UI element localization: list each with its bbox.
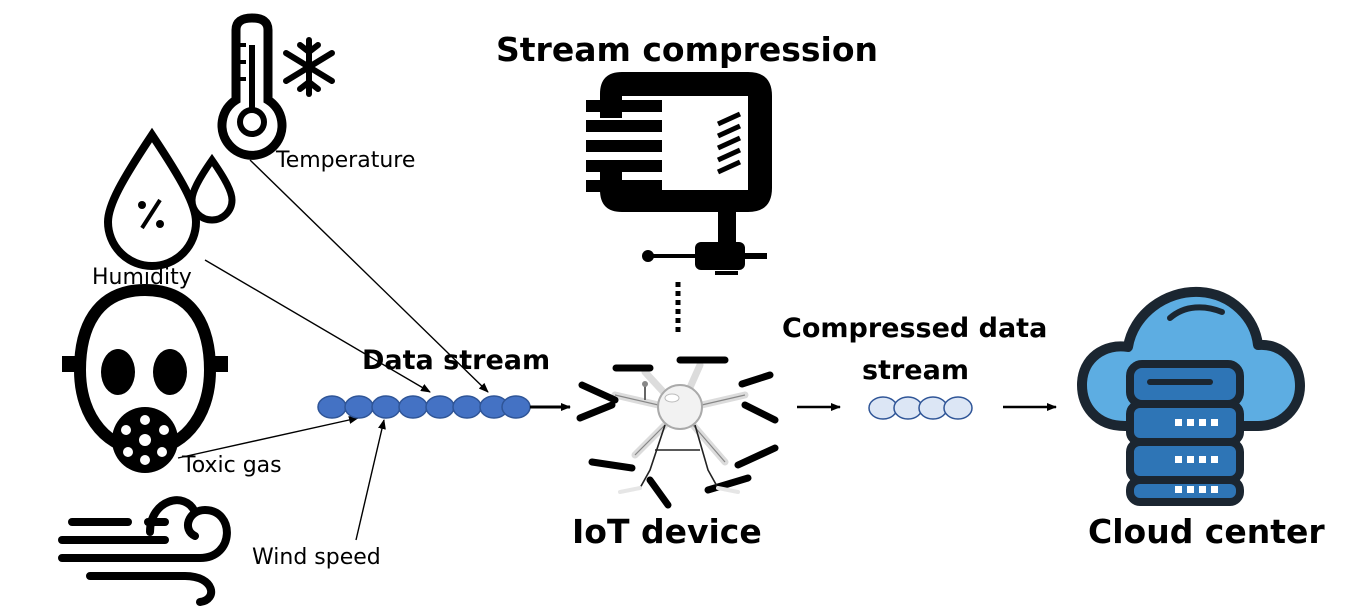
iot-device-label: IoT device bbox=[572, 512, 762, 551]
toxic-gas-label: Toxic gas bbox=[182, 453, 282, 478]
drone-icon bbox=[576, 356, 779, 509]
temperature-label: Temperature bbox=[276, 148, 416, 173]
data-stream-label: Data stream bbox=[362, 345, 551, 376]
thermometer-snowflake-icon bbox=[217, 13, 335, 160]
wind-speed-label: Wind speed bbox=[252, 545, 381, 570]
data-stream-beads bbox=[317, 395, 531, 419]
gas-mask-icon bbox=[62, 283, 228, 473]
humidity-drop-icon bbox=[103, 127, 236, 270]
compressed-stream-beads bbox=[868, 396, 973, 420]
wind-icon bbox=[58, 496, 231, 606]
compressed-data-stream-label-line1: Compressed data bbox=[782, 313, 1048, 344]
cloud-server-icon bbox=[1077, 286, 1305, 506]
compressed-data-stream-label-line2: stream bbox=[862, 355, 969, 386]
sensor-connectors bbox=[177, 159, 489, 541]
clamp-icon bbox=[586, 72, 772, 336]
humidity-label: Humidity bbox=[92, 265, 192, 290]
cloud-center-label: Cloud center bbox=[1088, 512, 1325, 551]
stream-compression-label: Stream compression bbox=[496, 30, 878, 69]
